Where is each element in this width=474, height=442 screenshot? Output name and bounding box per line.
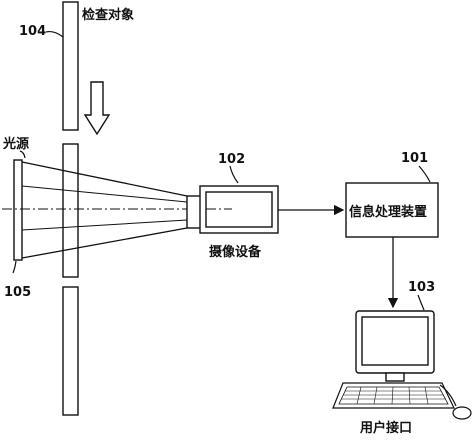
inspection-object (62, 1, 79, 416)
camera-device-label: 摄像设备 (209, 244, 262, 260)
monitor-stand (385, 372, 405, 382)
mouse-cable (439, 384, 457, 407)
object-numeral: 104 (19, 24, 46, 39)
keyboard-icon (332, 382, 455, 409)
inspection-object-label: 检查对象 (82, 7, 134, 23)
mouse-body (452, 406, 472, 420)
keyboard-col-2 (373, 386, 378, 405)
object-segment-middle (62, 143, 79, 278)
beam-inner-ray-lower (21, 219, 188, 231)
light-source-numeral: 105 (4, 285, 31, 300)
monitor-screen (361, 316, 429, 366)
keyboard-col-3 (391, 386, 394, 405)
interface-leader (417, 294, 425, 311)
interface-numeral: 103 (408, 280, 435, 295)
info-processing-device-label: 信息处理装置 (349, 204, 427, 220)
user-interface-label: 用户接口 (359, 420, 412, 436)
light-beam (21, 161, 188, 259)
keyboard-col-1 (356, 386, 362, 405)
beam-upper-edge (21, 161, 188, 197)
keyboard-col-4 (408, 386, 411, 405)
processor-leader (418, 165, 431, 183)
processor-numeral: 101 (401, 151, 428, 166)
light-source-emitter (13, 159, 23, 261)
camera-leader (229, 165, 239, 184)
object-segment-bottom (62, 286, 79, 416)
object-leader (45, 30, 64, 38)
monitor-icon (355, 310, 435, 382)
keyboard-col-5 (424, 386, 429, 405)
camera-numeral: 102 (218, 152, 245, 167)
down-arrow-icon (83, 81, 111, 136)
object-segment-top (62, 1, 79, 131)
light-source-label: 光源 (2, 136, 29, 152)
keyboard-key-area (338, 386, 449, 405)
light-source-numeral-leader (12, 260, 17, 274)
camera-device (186, 185, 279, 234)
light-source-leader (19, 150, 26, 159)
info-processing-device (345, 182, 439, 238)
beam-inner-ray-upper (21, 185, 188, 203)
beam-lower-edge (21, 227, 188, 259)
mouse-icon (439, 384, 472, 420)
